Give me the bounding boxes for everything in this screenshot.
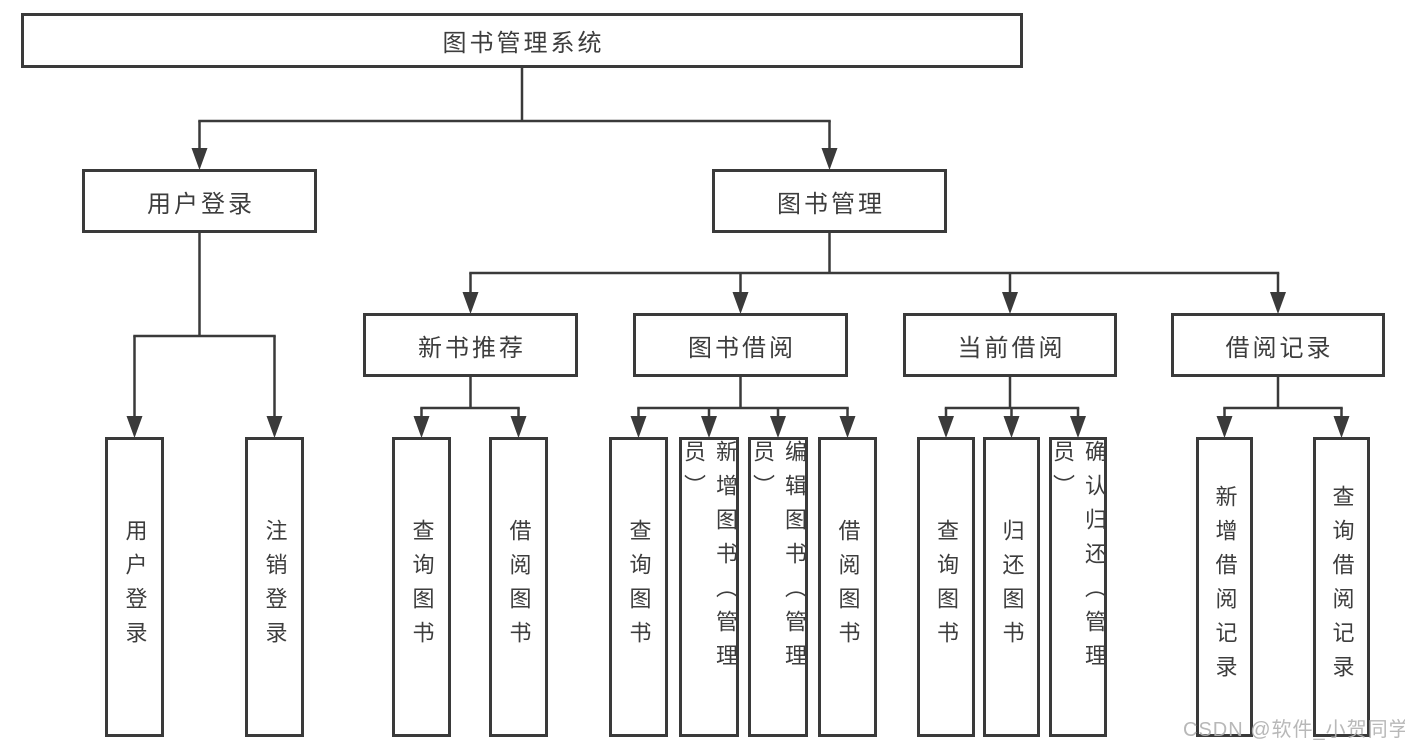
arrowhead-icon (126, 416, 143, 438)
node-mgmt: 图书管理 (712, 169, 947, 233)
node-borrow: 图书借阅 (633, 313, 848, 377)
arrowhead-icon (413, 416, 430, 438)
node-bor-2: 新增图书（管理员） (679, 437, 739, 737)
arrowhead-icon (266, 416, 283, 438)
arrowhead-icon (770, 416, 786, 438)
arrowhead-icon (1070, 416, 1086, 438)
arrowhead-icon (1002, 292, 1018, 314)
arrowhead-icon (1003, 416, 1020, 438)
arrowhead-icon (1270, 292, 1286, 314)
node-login-1: 用户登录 (105, 437, 164, 737)
node-root: 图书管理系统 (21, 13, 1023, 68)
node-cur-1: 查询图书 (917, 437, 975, 737)
node-new-1: 查询图书 (392, 437, 451, 737)
arrowhead-icon (732, 292, 749, 314)
arrowhead-icon (630, 416, 647, 438)
node-login: 用户登录 (82, 169, 317, 233)
arrowhead-icon (938, 416, 954, 438)
arrowhead-icon (510, 416, 527, 438)
node-bor-1: 查询图书 (609, 437, 668, 737)
arrowhead-icon (821, 148, 838, 170)
node-login-2: 注销登录 (245, 437, 304, 737)
arrowhead-icon (839, 416, 856, 438)
arrowhead-icon (191, 148, 208, 170)
node-records: 借阅记录 (1171, 313, 1385, 377)
node-bor-3: 编辑图书（管理员） (748, 437, 808, 737)
node-rec-2: 查询借阅记录 (1313, 437, 1370, 737)
arrowhead-icon (1216, 416, 1233, 438)
arrowhead-icon (462, 292, 479, 314)
node-new-2: 借阅图书 (489, 437, 548, 737)
node-bor-4: 借阅图书 (818, 437, 877, 737)
arrowhead-icon (1333, 416, 1350, 438)
node-current: 当前借阅 (903, 313, 1117, 377)
node-newbook: 新书推荐 (363, 313, 578, 377)
node-rec-1: 新增借阅记录 (1196, 437, 1253, 737)
node-cur-2: 归还图书 (983, 437, 1040, 737)
node-cur-3: 确认归还（管理员） (1049, 437, 1107, 737)
arrowhead-icon (701, 416, 717, 438)
watermark: CSDN @软件_小贺同学 (1183, 719, 1405, 741)
